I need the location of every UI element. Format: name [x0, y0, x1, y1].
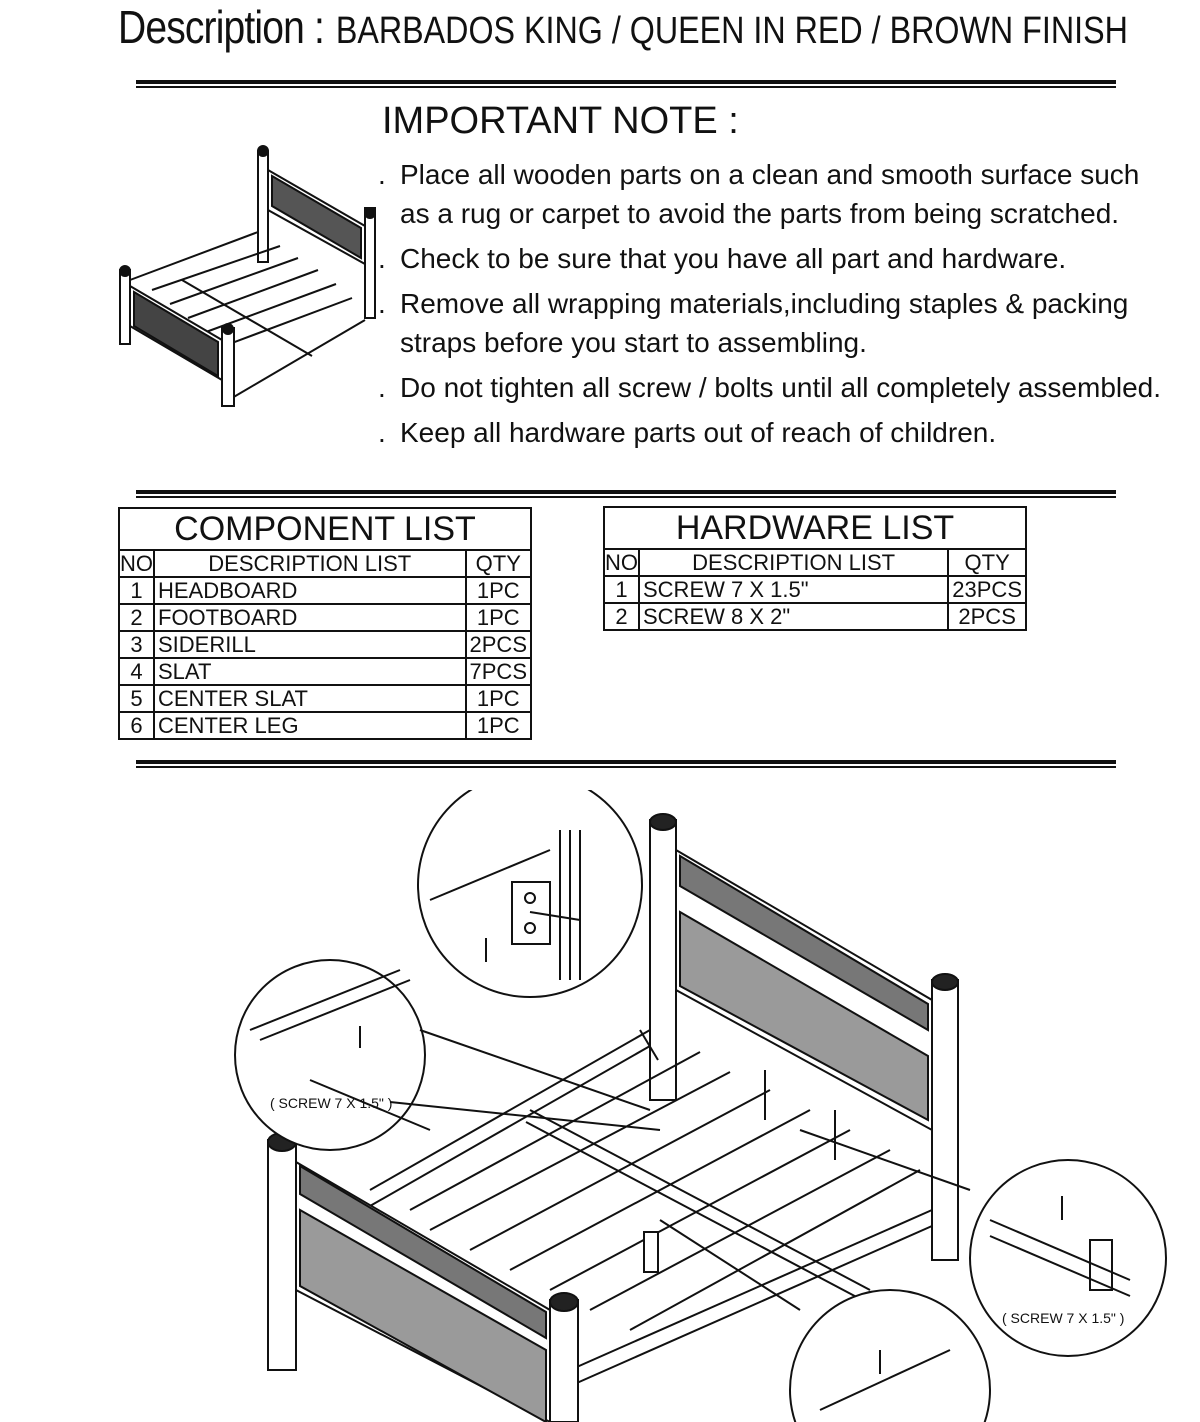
- important-note-title: IMPORTANT NOTE :: [382, 100, 739, 142]
- note-item: .Remove all wrapping materials,including…: [378, 288, 1129, 319]
- component-list-table: COMPONENT LIST NO DESCRIPTION LIST QTY 1…: [118, 507, 533, 740]
- component-list-title: COMPONENT LIST: [118, 507, 532, 550]
- note-item: .Keep all hardware parts out of reach of…: [378, 417, 997, 448]
- note-item: .Do not tighten all screw / bolts until …: [378, 372, 1162, 403]
- diagram-callout-left: ( SCREW 7 X 1.5" ): [270, 1095, 392, 1111]
- divider-bottom: [136, 760, 1116, 768]
- hardware-list-title: HARDWARE LIST: [603, 506, 1027, 549]
- note-item: .Place all wooden parts on a clean and s…: [378, 159, 1140, 190]
- column-header-qty: QTY: [947, 548, 1027, 577]
- product-description: BARBADOS KING / QUEEN IN RED / BROWN FIN…: [335, 10, 1128, 52]
- column-header-description: DESCRIPTION LIST: [637, 548, 950, 577]
- column-header-description: DESCRIPTION LIST: [153, 549, 467, 578]
- document-title: Description :BARBADOS KING / QUEEN IN RE…: [118, 0, 1128, 53]
- bed-thumbnail-illustration: [119, 145, 376, 407]
- description-label: Description :: [118, 1, 325, 53]
- note-item: straps before you start to assembling.: [400, 327, 867, 358]
- divider-middle: [136, 490, 1116, 498]
- divider-top: [136, 80, 1116, 88]
- diagram-callout-right: ( SCREW 7 X 1.5" ): [1002, 1310, 1124, 1326]
- column-header-no: NO: [118, 549, 155, 578]
- important-note-list: .Place all wooden parts on a clean and s…: [378, 155, 1168, 452]
- note-item: as a rug or carpet to avoid the parts fr…: [400, 198, 1120, 229]
- bed-assembly-diagram: ( SCREW 7 X 1.5" ) ( SCREW 7 X 1.5" ): [234, 790, 1167, 1422]
- column-header-no: NO: [603, 548, 640, 577]
- note-item: .Check to be sure that you have all part…: [378, 243, 1067, 274]
- column-header-qty: QTY: [464, 549, 533, 578]
